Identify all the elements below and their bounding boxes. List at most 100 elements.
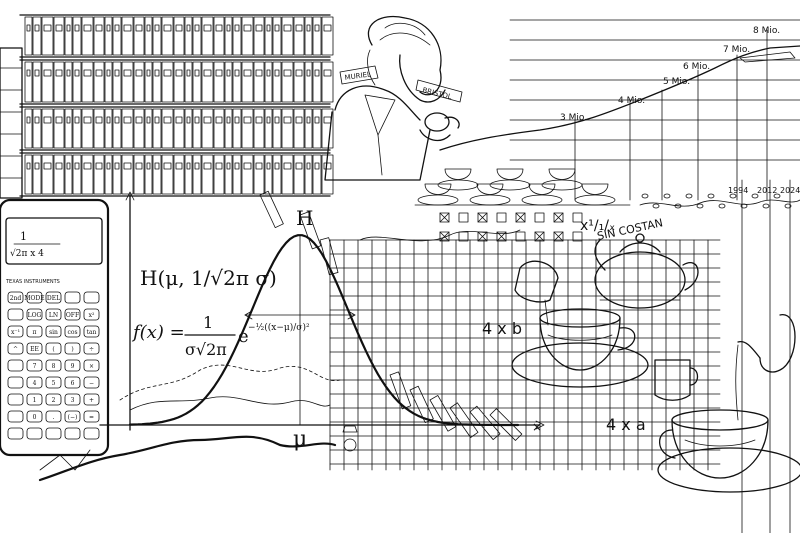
binder-spine xyxy=(253,61,265,103)
calc-key-label: 9 xyxy=(71,363,75,370)
binder-label xyxy=(74,162,80,170)
checkbox-tally xyxy=(439,212,583,242)
binder-spine xyxy=(41,16,54,56)
calc-key-label: sin xyxy=(49,329,58,336)
calc-key xyxy=(83,325,100,338)
binder-spine xyxy=(161,16,174,56)
calc-key-label: DEL xyxy=(47,295,60,302)
binder-spine xyxy=(24,108,33,149)
binder-spine xyxy=(133,61,145,103)
binder-label xyxy=(295,69,303,77)
falling-binder xyxy=(429,395,457,432)
binder-label xyxy=(194,162,200,170)
gaussian-exponent: −½((x−μ)/σ)² xyxy=(248,322,310,333)
binder-label xyxy=(106,162,111,170)
falling-binder xyxy=(259,190,284,229)
binder-label xyxy=(114,69,120,77)
teacup xyxy=(476,183,504,195)
binder-spine xyxy=(53,108,65,149)
calc-key-label: x² xyxy=(89,312,95,319)
binder-spine xyxy=(201,154,214,195)
binder-spine xyxy=(253,16,265,56)
binder-label xyxy=(274,24,280,32)
binder-label xyxy=(106,69,111,77)
binder-spine xyxy=(213,16,225,56)
binder-label xyxy=(203,69,212,77)
binder-spine xyxy=(173,16,185,56)
calc-key xyxy=(64,427,81,440)
binder-spine xyxy=(133,108,145,149)
binder-spine xyxy=(272,154,282,195)
binder-label xyxy=(114,24,120,32)
tally-box xyxy=(458,212,469,223)
binder-spine xyxy=(293,154,305,195)
calc-key xyxy=(83,427,100,440)
binder-spine xyxy=(312,108,322,149)
binder-label xyxy=(243,69,252,77)
binder-label xyxy=(146,162,151,170)
vine-leaf xyxy=(663,193,671,199)
binder-spine xyxy=(32,61,42,103)
tally-box xyxy=(439,212,450,223)
binder-label xyxy=(306,24,311,32)
year-2024: 2024 xyxy=(780,186,800,195)
small-creamer xyxy=(654,359,699,401)
binder-label xyxy=(146,24,151,32)
calc-key-label: 5 xyxy=(52,380,56,387)
woman-figure: MURIEL BRISTOL xyxy=(324,16,463,181)
binder-spine xyxy=(272,108,282,149)
binder-spine xyxy=(144,16,153,56)
binder-label xyxy=(203,162,212,170)
binder-label xyxy=(43,24,52,32)
growth-label-3mio: 3 Mio. xyxy=(560,113,587,123)
tally-cross xyxy=(515,212,526,223)
binder-label xyxy=(26,24,31,32)
pouring-milk-jug xyxy=(514,260,559,326)
binder-spine xyxy=(144,61,153,103)
binder-spine xyxy=(293,16,305,56)
binder-label xyxy=(283,162,292,170)
binder-spine xyxy=(93,108,105,149)
binder-label xyxy=(146,69,151,77)
binder-label xyxy=(234,116,240,124)
vine-leaf xyxy=(685,193,693,199)
calc-display-denominator: √2π x 4 xyxy=(10,248,44,259)
binder-spine xyxy=(152,154,162,195)
binder-label xyxy=(34,162,40,170)
binder-spine xyxy=(104,16,113,56)
calc-key-label: 7 xyxy=(33,363,37,370)
binder-spine xyxy=(184,154,193,195)
binder-label xyxy=(135,116,143,124)
binder-spine xyxy=(112,108,122,149)
binder-label xyxy=(55,69,63,77)
binder-label xyxy=(135,24,143,32)
binder-label xyxy=(194,69,200,77)
binder-label xyxy=(314,116,320,124)
calc-key xyxy=(45,308,62,321)
binder-label xyxy=(55,24,63,32)
binder-spine xyxy=(264,154,273,195)
binder-spine xyxy=(93,16,105,56)
calc-key xyxy=(7,376,24,389)
binder-spine xyxy=(264,108,273,149)
saucer xyxy=(521,194,563,206)
binder-spine xyxy=(192,16,202,56)
growth-label-5mio: 5 Mio. xyxy=(663,77,690,87)
domino-binders xyxy=(259,190,523,441)
binder-label xyxy=(186,69,191,77)
calc-key-label: 4 xyxy=(33,380,37,387)
binder-spine xyxy=(133,16,145,56)
binder-label xyxy=(323,116,332,124)
binder-label xyxy=(323,162,332,170)
binder-spine xyxy=(64,154,73,195)
binder-spine xyxy=(213,61,225,103)
binder-spine xyxy=(81,154,94,195)
binder-spine xyxy=(144,108,153,149)
binder-spine xyxy=(293,61,305,103)
saucer xyxy=(437,179,479,191)
binder-spine xyxy=(224,154,233,195)
calc-key-label: LN xyxy=(49,312,58,319)
calc-key xyxy=(64,325,81,338)
binder-label xyxy=(266,69,271,77)
tally-box xyxy=(534,212,545,223)
